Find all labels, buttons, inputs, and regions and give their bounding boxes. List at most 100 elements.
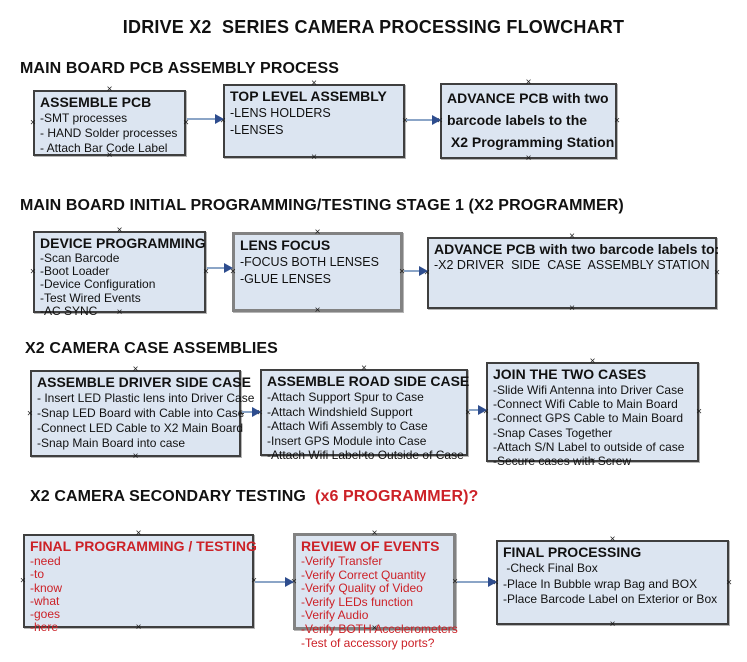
box-title: FINAL PROGRAMMING / TESTING — [30, 538, 257, 554]
box-line: barcode labels to the — [447, 112, 588, 128]
box-item: - Insert LED Plastic lens into Driver Ca… — [37, 391, 255, 405]
connector-handle-icon: × — [399, 266, 405, 278]
box-item: -SMT processes — [40, 111, 128, 125]
box-item: -GLUE LENSES — [240, 272, 332, 286]
box-item: -Snap LED Board with Cable into Case — [37, 406, 245, 420]
box-item: -FOCUS BOTH LENSES — [240, 255, 379, 269]
box-item: -need — [30, 554, 61, 568]
box-item: - Attach Bar Code Label — [40, 141, 168, 155]
flow-box-assemble-driver-side-case: ASSEMBLE DRIVER SIDE CASE - Insert LED P… — [27, 365, 255, 462]
flow-arrow — [207, 263, 233, 273]
connector-handle-icon: × — [589, 356, 596, 367]
box-item: -Connect GPS Cable to Main Board — [493, 411, 684, 426]
connector-handle-icon: × — [314, 227, 321, 238]
connector-handle-icon: × — [696, 406, 702, 418]
box-line: ADVANCE PCB with two — [447, 90, 609, 106]
flow-arrow — [242, 407, 261, 417]
connector-handle-icon: × — [569, 303, 575, 314]
box-item: -Attach S/N Label to outside of case — [493, 439, 685, 454]
section-header-pcb-assembly: MAIN BOARD PCB ASSEMBLY PROCESS — [20, 60, 339, 77]
connector-handle-icon: × — [569, 231, 575, 242]
box-item: -Verify BOTH Accelerometers — [301, 621, 458, 636]
box-item: -Scan Barcode — [40, 251, 120, 265]
flow-box-lens-focus: LENS FOCUS -FOCUS BOTH LENSES -GLUE LENS… — [230, 228, 405, 316]
box-item: -Check Final Box — [503, 561, 598, 575]
connector-handle-icon: × — [30, 266, 36, 278]
box-item: -Verify Audio — [301, 608, 369, 623]
flow-box-join-two-cases: JOIN THE TWO CASES -Slide Wifi Antenna i… — [483, 357, 702, 469]
box-item: -Verify Correct Quantity — [301, 567, 426, 582]
box-item: -Attach Wifi Assembly to Case — [267, 419, 428, 433]
connector-handle-icon: × — [132, 364, 139, 375]
connector-handle-icon: × — [135, 528, 142, 539]
connector-handle-icon: × — [311, 78, 317, 89]
connector-handle-icon: × — [361, 363, 367, 374]
box-item: -AC SYNC — [40, 303, 98, 318]
box-item: -Boot Loader — [40, 264, 110, 279]
box-item: -X2 DRIVER SIDE CASE ASSEMBLY STATION — [434, 258, 710, 272]
box-item: -Device Configuration — [40, 277, 156, 292]
section-header-case-assemblies: X2 CAMERA CASE ASSEMBLIES — [25, 340, 278, 357]
box-title: ASSEMBLE PCB — [40, 94, 152, 110]
box-item: -Test of accessory ports? — [301, 635, 435, 650]
connector-handle-icon: × — [726, 577, 732, 588]
box-item: -LENS HOLDERS — [230, 106, 331, 120]
section-header-red: (x6 PROGRAMMER)? — [315, 488, 479, 505]
box-item: -Place Barcode Label on Exterior or Box — [503, 592, 718, 606]
section-header-black: X2 CAMERA SECONDARY TESTING — [30, 488, 316, 505]
box-item: -Snap Main Board into case — [37, 436, 186, 450]
connector-handle-icon: × — [27, 408, 33, 419]
connector-handle-icon: × — [402, 115, 408, 127]
flow-arrow — [255, 577, 294, 587]
connector-handle-icon: × — [525, 77, 532, 88]
connector-handle-icon: × — [30, 117, 36, 129]
box-item: -Secure cases with Screw — [493, 454, 632, 469]
flow-arrow — [187, 114, 224, 124]
box-item: -Connect LED Cable to X2 Main Board — [37, 421, 244, 435]
box-title: FINAL PROCESSING — [503, 544, 642, 560]
connector-handle-icon: × — [371, 528, 378, 539]
box-item: -Slide Wifi Antenna into Driver Case — [493, 383, 684, 397]
connector-handle-icon: × — [20, 575, 26, 587]
flow-box-review-of-events: REVIEW OF EVENTS -Verify Transfer -Verif… — [291, 529, 458, 650]
flow-box-device-programming: DEVICE PROGRAMMING -Scan Barcode -Boot L… — [30, 226, 209, 318]
connector-handle-icon: × — [106, 84, 113, 95]
box-item: -Connect Wifi Cable to Main Board — [493, 397, 678, 412]
section-header-initial-programming: MAIN BOARD INITIAL PROGRAMMING/TESTING S… — [20, 197, 624, 214]
flow-box-final-processing: FINAL PROCESSING -Check Final Box -Place… — [493, 535, 732, 630]
section-header-secondary-testing: X2 CAMERA SECONDARY TESTING (x6 PROGRAMM… — [30, 488, 478, 506]
box-item: - HAND Solder processes — [40, 126, 178, 140]
flow-arrow — [457, 577, 497, 587]
flow-arrow — [404, 266, 428, 276]
connector-handle-icon: × — [311, 152, 317, 163]
box-item: -Test Wired Events — [40, 290, 141, 305]
box-title: TOP LEVEL ASSEMBLY — [230, 88, 387, 104]
flow-box-final-programming-testing: FINAL PROGRAMMING / TESTING -need -to -k… — [20, 529, 257, 635]
connector-handle-icon: × — [714, 267, 720, 279]
box-title: REVIEW OF EVENTS — [301, 538, 440, 554]
box-item: -goes — [30, 607, 61, 622]
flow-box-assemble-road-side-case: ASSEMBLE ROAD SIDE CASE -Attach Support … — [257, 364, 471, 463]
box-item: -Place In Bubble wrap Bag and BOX — [503, 576, 698, 591]
connector-handle-icon: × — [614, 115, 620, 127]
box-item: -here — [30, 620, 59, 635]
box-title: ADVANCE PCB with two barcode labels to: — [434, 241, 720, 257]
box-item: -Attach Wifi Label to Outside of Case — [267, 448, 464, 462]
connector-handle-icon: × — [314, 305, 321, 316]
box-item: -Verify Quality of Video — [301, 581, 423, 596]
box-item: -to — [30, 567, 45, 582]
box-title: DEVICE PROGRAMMING — [40, 235, 206, 251]
flow-box-advance-pcb-driver-side: ADVANCE PCB with two barcode labels to: … — [424, 232, 720, 314]
box-line: X2 Programming Station — [447, 134, 615, 150]
connector-handle-icon: × — [132, 451, 139, 462]
connector-handle-icon: × — [116, 225, 123, 236]
box-item: -Attach Support Spur to Case — [267, 390, 424, 404]
box-title: ASSEMBLE ROAD SIDE CASE — [267, 373, 470, 389]
box-item: -Verify LEDs function — [301, 594, 414, 609]
box-item: -Snap Cases Together — [493, 425, 613, 440]
box-item: -what — [30, 593, 60, 608]
flow-box-assemble-pcb: ASSEMBLE PCB -SMT processes - HAND Solde… — [30, 85, 189, 161]
box-item: -Verify Transfer — [301, 554, 383, 568]
box-title: LENS FOCUS — [240, 237, 331, 253]
